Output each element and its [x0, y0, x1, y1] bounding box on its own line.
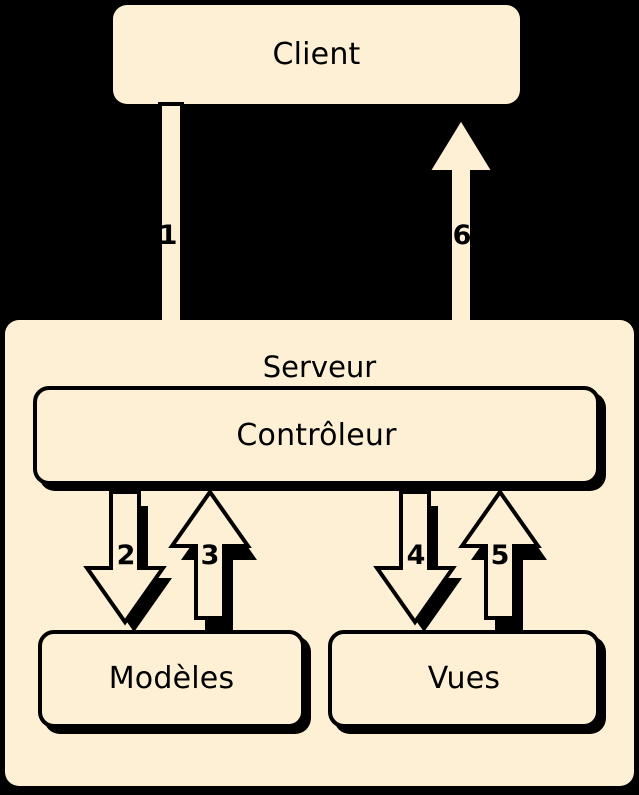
- node-client-label: Client: [272, 36, 361, 72]
- arrow-5-number: 5: [490, 540, 510, 571]
- node-controller[interactable]: Contrôleur: [33, 386, 600, 485]
- node-models-label: Modèles: [108, 661, 235, 696]
- arrow-2: [83, 490, 172, 632]
- arrow-5: [458, 488, 547, 632]
- arrow-2-number: 2: [116, 540, 136, 571]
- arrow-4: [373, 490, 462, 632]
- node-views-label: Vues: [427, 661, 501, 696]
- node-client[interactable]: Client: [113, 5, 520, 104]
- node-models[interactable]: Modèles: [38, 630, 305, 728]
- arrow-1-number: 1: [158, 220, 178, 251]
- arrow-4-number: 4: [406, 540, 426, 571]
- arrow-3: [168, 488, 257, 632]
- node-controller-label: Contrôleur: [236, 417, 397, 453]
- node-server-label: Serveur: [262, 350, 377, 384]
- arrow-3-number: 3: [200, 540, 220, 571]
- arrow-6-number: 6: [452, 220, 472, 251]
- node-views[interactable]: Vues: [328, 630, 600, 728]
